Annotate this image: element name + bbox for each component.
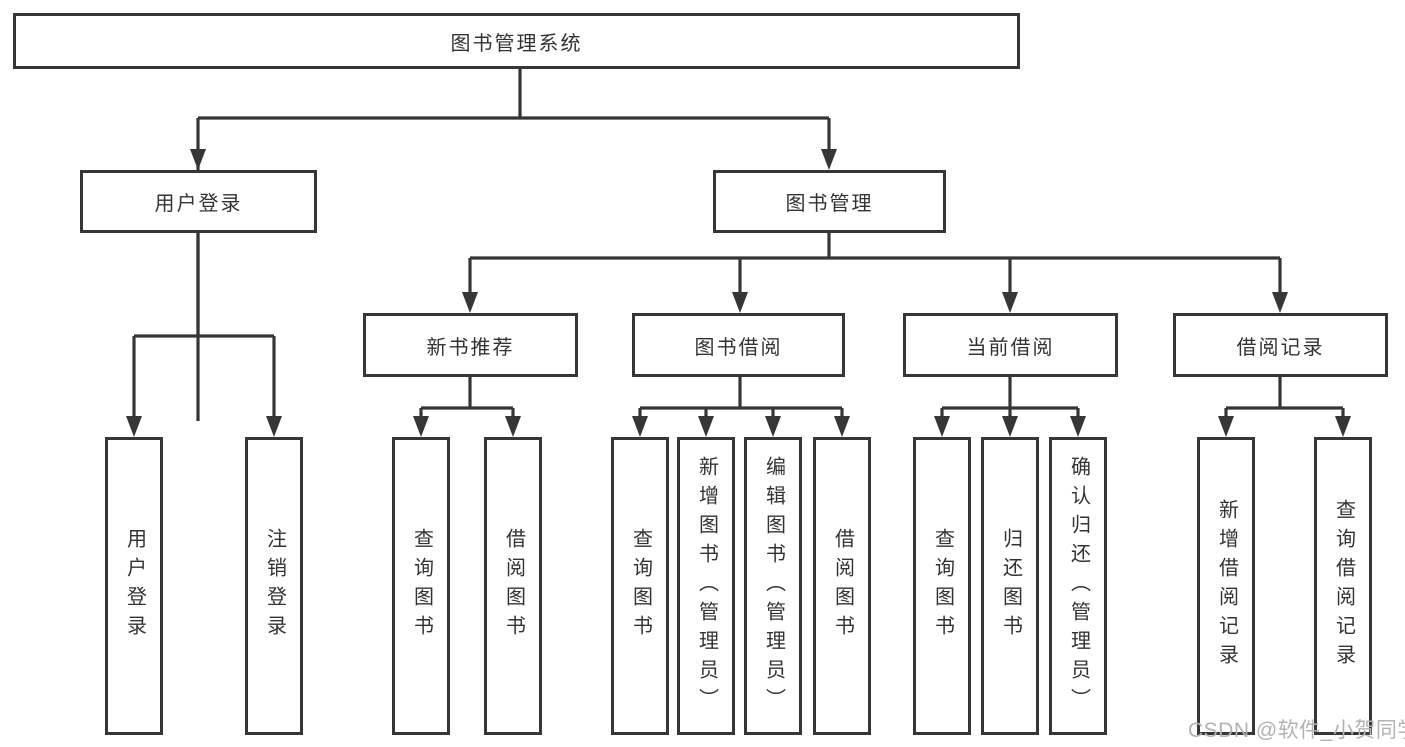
connector-book-mgmt-children: [462, 233, 1288, 313]
leaf-label: 编辑图书（管理员）: [762, 455, 785, 717]
leaf-label: 借阅图书: [831, 528, 854, 644]
connector-new-book-children: [413, 377, 521, 437]
leaf-return-book: 归还图书: [981, 437, 1039, 735]
node-book-borrowing: 图书借阅: [632, 313, 845, 377]
connector-book-borrow-children: [632, 377, 850, 437]
node-library-management-system: 图书管理系统: [13, 13, 1020, 69]
node-user-login: 用户登录: [80, 170, 317, 233]
connector-current-borrow-children: [934, 377, 1086, 437]
leaf-label: 查询借阅记录: [1332, 499, 1355, 673]
node-book-management: 图书管理: [713, 170, 946, 233]
leaf-confirm-return-admin: 确认归还（管理员）: [1049, 437, 1107, 735]
leaf-query-books-recommend: 查询图书: [392, 437, 450, 735]
node-label: 图书管理系统: [450, 32, 583, 55]
node-current-borrowing: 当前借阅: [903, 313, 1118, 377]
node-label: 用户登录: [154, 193, 243, 215]
node-label: 新书推荐: [426, 336, 515, 359]
leaf-label: 归还图书: [999, 528, 1022, 644]
leaf-label: 新增图书（管理员）: [695, 455, 718, 717]
leaf-label: 新增借阅记录: [1215, 499, 1238, 673]
leaf-label: 注销登录: [263, 528, 286, 644]
node-borrowing-records: 借阅记录: [1173, 313, 1388, 377]
leaf-label: 查询图书: [931, 528, 954, 644]
node-label: 图书借阅: [694, 336, 783, 359]
leaf-edit-book-admin: 编辑图书（管理员）: [744, 437, 802, 735]
connector-borrow-record-children: [1218, 377, 1351, 437]
leaf-add-book-admin: 新增图书（管理员）: [677, 437, 735, 735]
node-label: 当前借阅: [966, 336, 1055, 359]
connector-root-to-level2: [190, 68, 837, 421]
leaf-label: 借阅图书: [502, 528, 525, 644]
leaf-label: 查询图书: [410, 528, 433, 644]
connector-user-login-children: [126, 334, 282, 437]
leaf-borrow-books: 借阅图书: [813, 437, 871, 735]
csdn-watermark: CSDN @软件_小贺同学: [1188, 719, 1405, 742]
leaf-user-login: 用户登录: [105, 437, 163, 735]
leaf-query-books-borrowing: 查询图书: [611, 437, 669, 735]
node-label: 图书管理: [785, 193, 874, 215]
node-new-book-recommendation: 新书推荐: [363, 313, 578, 377]
node-label: 借阅记录: [1236, 336, 1325, 359]
leaf-label: 查询图书: [629, 528, 652, 644]
leaf-borrow-books-recommend: 借阅图书: [484, 437, 542, 735]
leaf-add-borrow-record: 新增借阅记录: [1197, 437, 1255, 735]
leaf-label: 用户登录: [123, 528, 146, 644]
leaf-query-books-current: 查询图书: [913, 437, 971, 735]
leaf-logout: 注销登录: [245, 437, 303, 735]
leaf-label: 确认归还（管理员）: [1067, 455, 1090, 717]
leaf-query-borrow-record: 查询借阅记录: [1314, 437, 1372, 735]
